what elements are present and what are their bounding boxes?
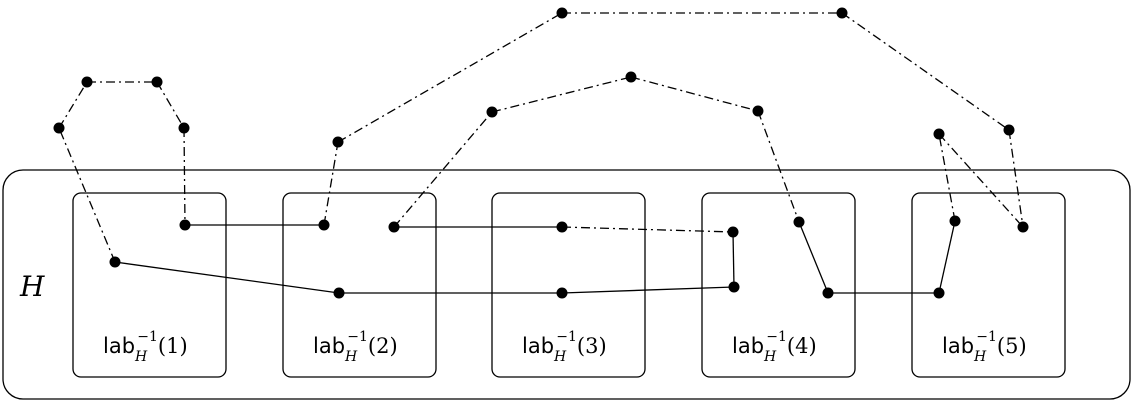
vertex (151, 76, 163, 88)
partition-label-4: labH−1(4) (732, 329, 817, 365)
vertex (109, 256, 121, 268)
edge-dashdot (156, 81, 185, 129)
vertex (486, 106, 498, 118)
vertex (179, 219, 191, 231)
vertex (333, 287, 345, 299)
partition-label-5: labH−1(5) (942, 329, 1027, 365)
edge-dashdot (58, 127, 116, 263)
partition-box-2 (282, 192, 437, 378)
vertex (836, 7, 848, 19)
edge-dashdot (841, 12, 1010, 131)
edge-dashdot (183, 127, 186, 226)
partition-box-4 (701, 192, 856, 378)
vertex (556, 221, 568, 233)
partition-label-1: labH−1(1) (103, 329, 188, 365)
edge-solid (732, 231, 735, 288)
dashdot-edges (58, 12, 1024, 263)
vertex (752, 105, 764, 117)
partition-box-5 (911, 192, 1066, 378)
edge-dashdot (1008, 129, 1024, 228)
vertex (81, 76, 93, 88)
partition-box-3 (491, 192, 646, 378)
solid-edges (114, 220, 956, 294)
edge-dashdot (337, 12, 563, 143)
vertex (53, 122, 65, 134)
vertex (556, 7, 568, 19)
vertex (332, 136, 344, 148)
edge-solid (938, 220, 956, 294)
graph-h-label: H (19, 270, 45, 303)
partition-label-3: labH−1(3) (522, 329, 607, 365)
vertex (318, 219, 330, 231)
vertex (1017, 221, 1029, 233)
edge-solid (798, 221, 829, 294)
vertex (933, 287, 945, 299)
edge-dashdot (323, 141, 339, 226)
graph-h-boundary (2, 169, 1131, 400)
vertex (727, 226, 739, 238)
vertex (793, 216, 805, 228)
edge-dashdot (938, 133, 956, 222)
edge-dashdot (393, 111, 493, 228)
edge-dashdot (58, 81, 88, 129)
vertex (556, 287, 568, 299)
partition-label-2: labH−1(2) (313, 329, 398, 365)
vertex (388, 221, 400, 233)
vertex (625, 71, 637, 83)
vertex (949, 215, 961, 227)
vertices (53, 7, 1029, 299)
partition-box-1 (72, 192, 227, 378)
edge-dashdot (938, 133, 1024, 228)
vertex (933, 128, 945, 140)
vertex (822, 287, 834, 299)
edge-dashdot (630, 76, 759, 112)
edge-dashdot (491, 76, 632, 113)
edge-dashdot (757, 110, 800, 223)
partition-boxes (72, 192, 1066, 378)
edge-solid (114, 261, 340, 294)
vertex (728, 281, 740, 293)
vertex (1003, 124, 1015, 136)
partition-labels: labH−1(1) labH−1(2) labH−1(3) labH−1(4) … (103, 329, 1027, 365)
edge-dashdot (561, 226, 734, 233)
vertex (178, 122, 190, 134)
edge-solid (561, 286, 735, 294)
